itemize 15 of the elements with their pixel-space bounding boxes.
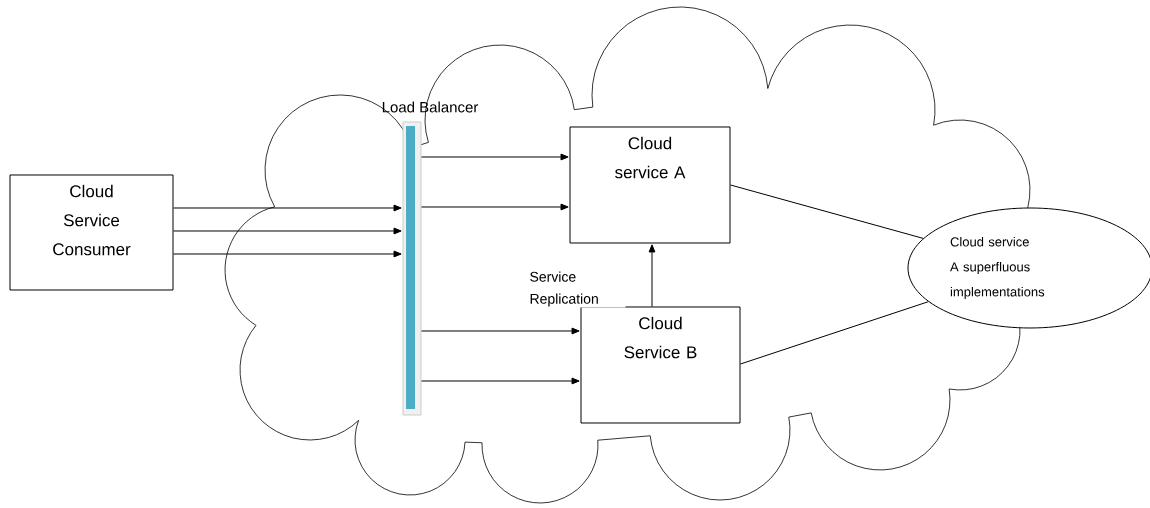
edge-label: Service Replication	[528, 270, 626, 308]
bar-label: Load Balancer	[382, 101, 479, 113]
process-box: Cloud Service Consumer	[9, 174, 174, 291]
process-box: Cloud service A	[569, 126, 731, 244]
load-balancer-bar	[402, 121, 422, 416]
arrow	[173, 204, 402, 212]
node-label: Cloud service A superfluous implementations	[950, 236, 1045, 300]
arrow	[421, 377, 580, 385]
arrow	[421, 203, 569, 211]
process-box: Cloud Service B	[580, 306, 741, 424]
arrow	[421, 153, 569, 161]
arrow	[648, 244, 656, 307]
arrow	[173, 250, 402, 258]
arrow	[173, 227, 402, 235]
arrow	[421, 327, 580, 335]
